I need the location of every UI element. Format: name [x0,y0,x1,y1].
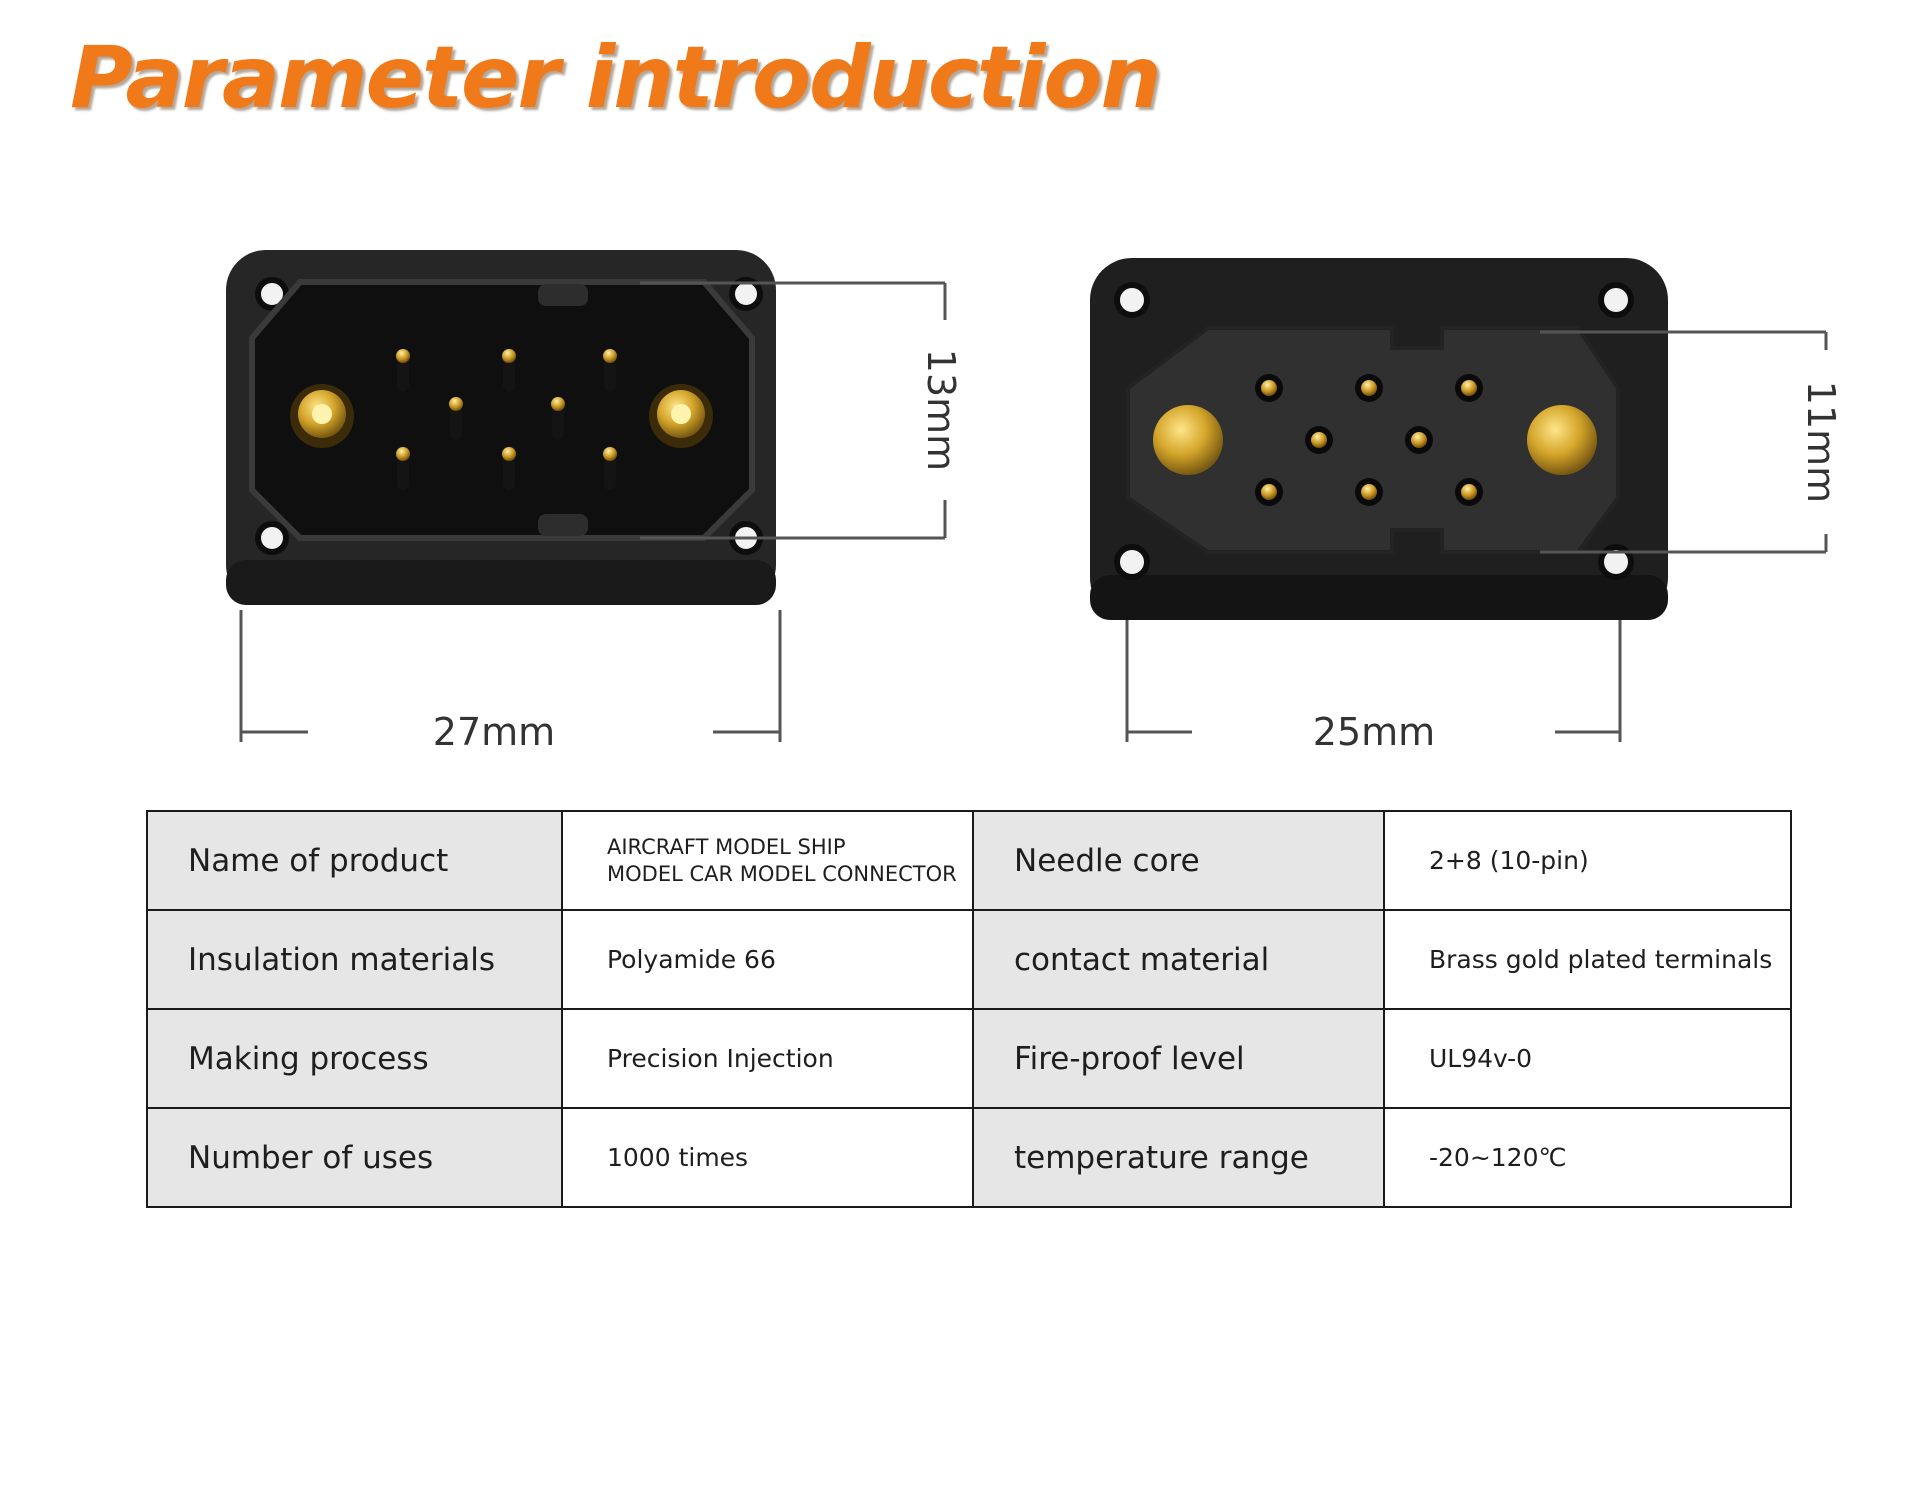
spec-value-line: 1000 times [607,1143,749,1172]
male-connector [226,250,776,605]
spec-value: Precision Injection [561,1008,974,1109]
spec-value: Polyamide 66 [561,909,974,1010]
spec-key: Number of uses [146,1107,563,1208]
spec-key: Making process [146,1008,563,1109]
spec-value: UL94v-0 [1383,1008,1792,1109]
female-connector [1090,258,1668,620]
left-height-label: 13mm [919,349,963,471]
spec-key: contact material [972,909,1385,1010]
spec-key: Insulation materials [146,909,563,1010]
mount-hole [1598,544,1634,580]
signal-sockets [1255,374,1483,506]
power-pin-left [290,384,354,448]
table-row: Name of product AIRCRAFT MODEL SHIP MODE… [146,810,1792,911]
spec-value: AIRCRAFT MODEL SHIP MODEL CAR MODEL CONN… [561,810,974,911]
spec-key: temperature range [972,1107,1385,1208]
left-dimension-lines [239,281,947,742]
spec-value: 1000 times [561,1107,974,1208]
page-title: Parameter introduction [70,28,1162,128]
table-row: Insulation materials Polyamide 66 contac… [146,909,1792,1010]
spec-value-line: Precision Injection [607,1044,834,1073]
spec-value: -20~120℃ [1383,1107,1792,1208]
spec-value-line: AIRCRAFT MODEL SHIP [607,834,846,859]
spec-value: 2+8 (10-pin) [1383,810,1792,911]
spec-value-line: MODEL CAR MODEL CONNECTOR [607,861,957,886]
spec-value: Brass gold plated terminals [1383,909,1792,1010]
connector-diagram: 13mm 27mm 11mm 25mm [226,250,1843,754]
table-row: Making process Precision Injection Fire-… [146,1008,1792,1109]
signal-pins [396,348,617,490]
spec-value-line: Polyamide 66 [607,945,776,974]
mount-hole [1114,544,1150,580]
power-pin-right [649,384,713,448]
mount-hole [1598,282,1634,318]
table-row: Number of uses 1000 times temperature ra… [146,1107,1792,1208]
spec-key: Fire-proof level [972,1008,1385,1109]
right-width-label: 25mm [1313,710,1435,754]
mount-hole [1114,282,1150,318]
spec-table: Name of product AIRCRAFT MODEL SHIP MODE… [146,810,1792,1208]
mount-hole [255,521,289,555]
spec-key: Needle core [972,810,1385,911]
left-width-label: 27mm [433,710,555,754]
right-height-label: 11mm [1799,381,1843,503]
power-socket-left [1153,405,1223,475]
mount-hole [729,277,763,311]
power-socket-right [1527,405,1597,475]
spec-key: Name of product [146,810,563,911]
right-dimension-lines [1125,330,1828,742]
